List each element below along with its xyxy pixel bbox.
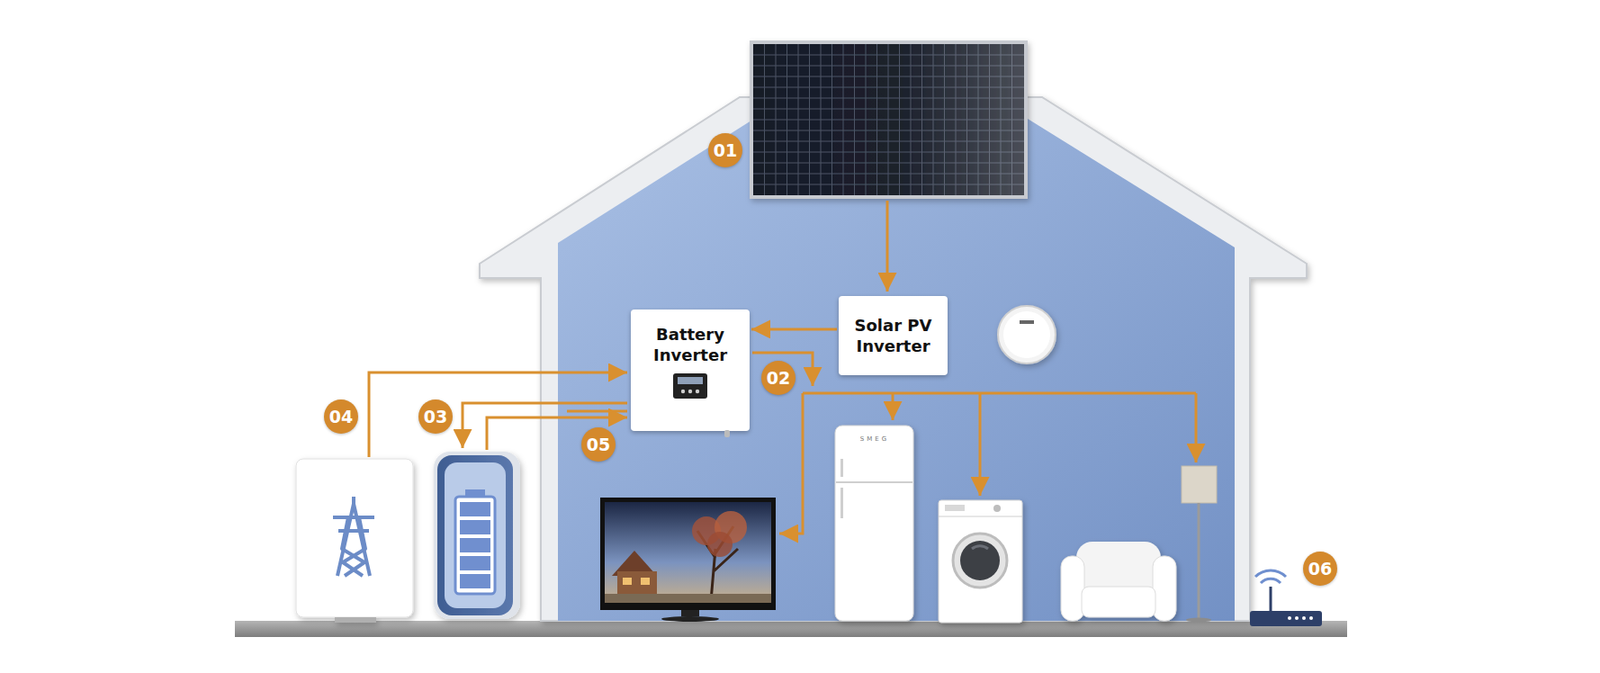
grid-connection (296, 458, 414, 623)
inverter-label: Battery Inverter (636, 323, 745, 366)
washing-machine (938, 500, 1023, 623)
fridge (835, 425, 914, 621)
callout-number: 05 (581, 427, 616, 462)
inverter-knob (722, 430, 732, 440)
floor-lamp (1181, 466, 1217, 623)
callout-number: 01 (708, 133, 743, 168)
callout-number: 02 (761, 360, 796, 396)
inverter-box: Battery Inverter (630, 309, 750, 432)
television (600, 497, 776, 622)
inverter-display (672, 372, 709, 400)
smart-meter (997, 305, 1056, 364)
ground-slab (234, 620, 1348, 638)
callout-number: 06 (1303, 551, 1338, 586)
inverter-box: Solar PV Inverter (838, 296, 948, 376)
brand-name: SMEG (860, 435, 890, 443)
home-battery (433, 451, 521, 620)
power-connector (751, 327, 837, 331)
armchair (1060, 541, 1177, 621)
power-wires (368, 200, 1196, 534)
callout-number: 04 (323, 399, 359, 434)
inverter-label: Solar PV Inverter (844, 314, 943, 357)
solar-panel (749, 40, 1028, 199)
callout-number: 03 (418, 399, 453, 434)
